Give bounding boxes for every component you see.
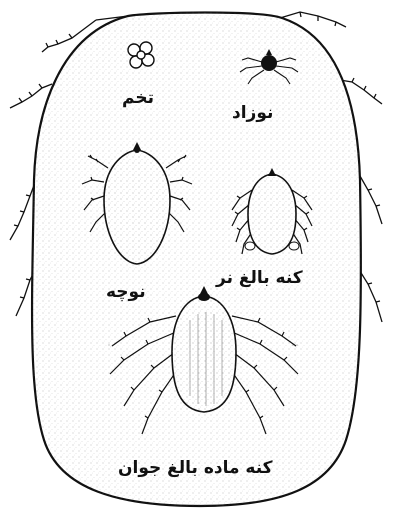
nymph-label: نوچه — [106, 284, 146, 301]
larva-label: نوزاد — [232, 105, 273, 122]
egg-illustration — [128, 42, 154, 68]
host-tick-silhouette — [10, 12, 382, 506]
adult-female-label: کنه ماده بالغ جوان — [118, 460, 273, 477]
adult-male-label: کنه بالغ نر — [216, 270, 303, 287]
egg-label: تخم — [122, 90, 154, 107]
